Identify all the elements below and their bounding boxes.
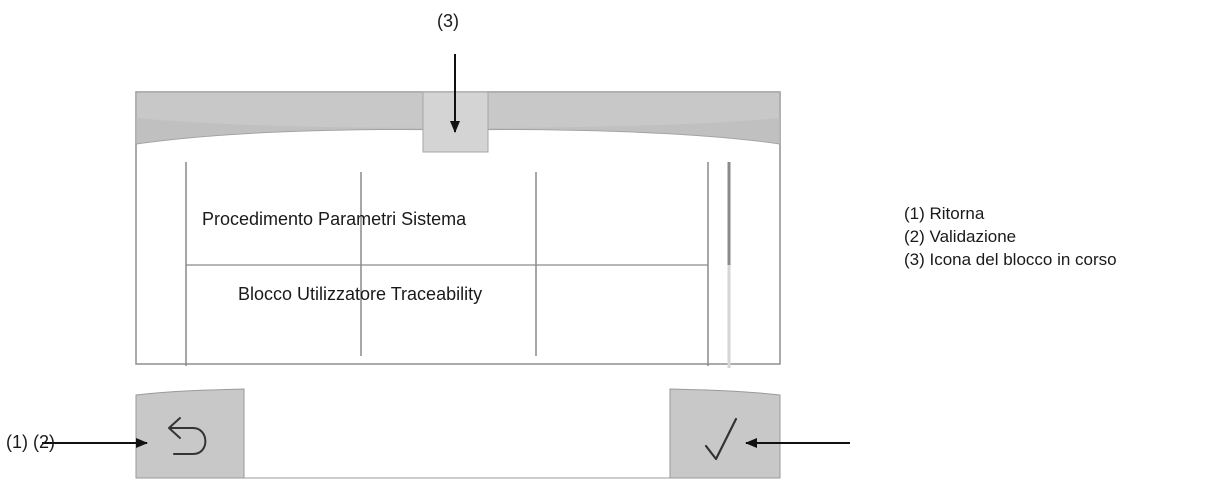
legend-item-back: (1) Ritorna	[904, 204, 985, 223]
menu-row-1: Procedimento Parametri Sistema	[202, 209, 467, 229]
return-arrow-icon	[168, 417, 207, 455]
top-bar-lower-band	[136, 118, 780, 144]
callout-label-top: (3)	[437, 11, 459, 31]
legend-item-validation: (2) Validazione	[904, 227, 1017, 246]
checkmark-icon	[704, 417, 738, 461]
legend: (1) Ritorna (2) Validazione (3) Icona de…	[904, 202, 1117, 271]
legend-item-block-icon: (3) Icona del blocco in corso	[904, 250, 1117, 269]
menu-row-2: Blocco Utilizzatore Traceability	[238, 284, 483, 304]
confirm-button	[669, 388, 781, 479]
callout-label-left: (1) (2)	[6, 432, 55, 452]
back-button	[135, 388, 245, 479]
